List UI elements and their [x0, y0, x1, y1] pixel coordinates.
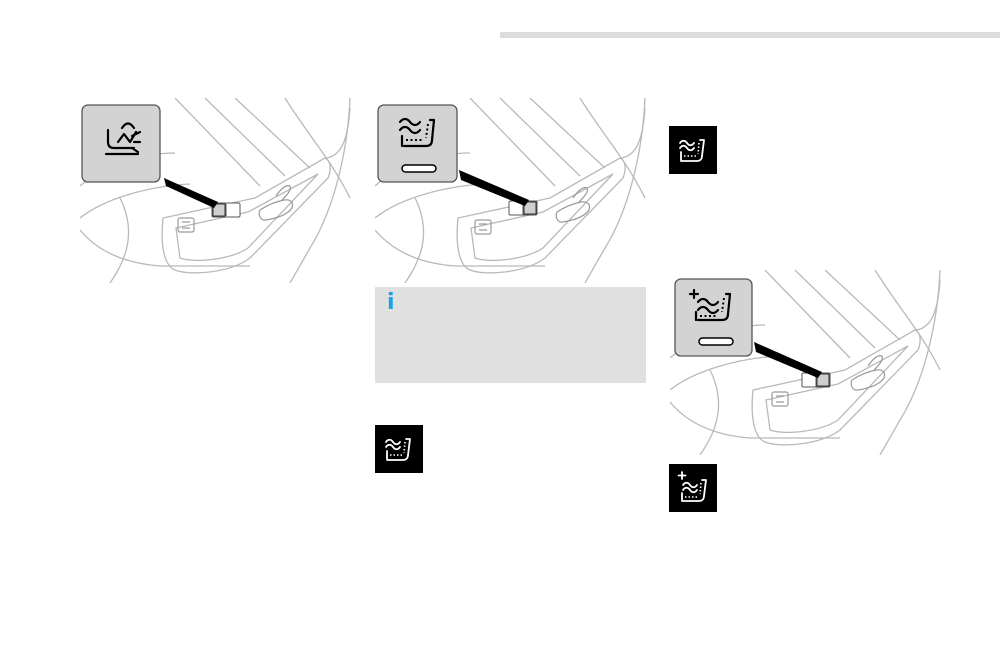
seat-heating-plus-button-illustration — [670, 270, 942, 455]
seat-heating-icon — [375, 425, 423, 473]
info-icon: i — [387, 290, 395, 315]
seat-heating-plus-icon — [669, 464, 717, 512]
header-rule — [500, 32, 1000, 38]
seat-heating-icon — [669, 126, 717, 174]
info-note-box: i — [375, 287, 646, 383]
seat-massage-button-illustration — [80, 98, 352, 283]
seat-heating-button-illustration — [375, 98, 647, 283]
